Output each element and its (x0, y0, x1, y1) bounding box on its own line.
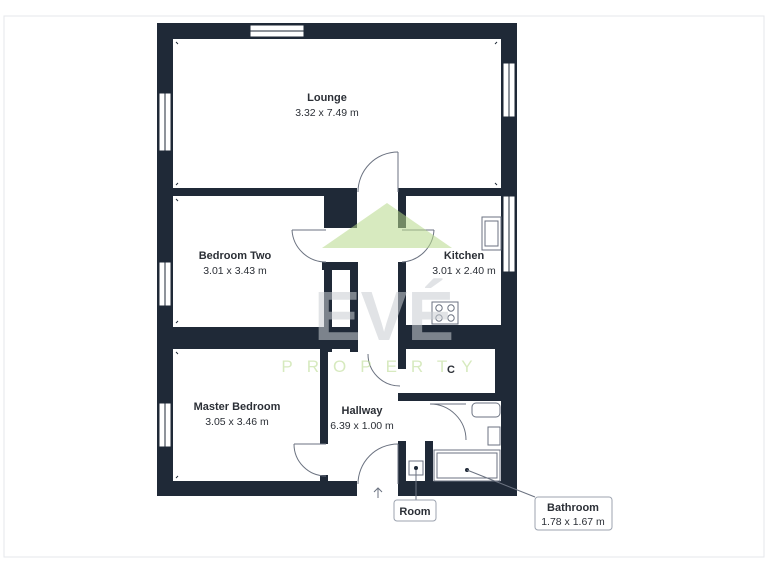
master-bedroom-dims: 3.05 x 3.46 m (205, 416, 269, 428)
bedroom-two-name: Bedroom Two (199, 250, 272, 262)
master-bedroom-name: Master Bedroom (194, 401, 281, 413)
bathroom-bath (433, 449, 501, 482)
bathroom-callout-dims: 1.78 x 1.67 m (541, 516, 605, 528)
bathroom-toilet (487, 426, 501, 446)
watermark-roof-icon (322, 203, 452, 248)
lounge-dims: 3.32 x 7.49 m (295, 107, 359, 119)
watermark-tagline: PROPERTY (281, 357, 486, 376)
bathroom-callout-box (534, 496, 613, 531)
bathroom-basin (471, 402, 501, 418)
cupboard-name: C (447, 364, 455, 376)
room-callout-name: Room (399, 506, 430, 518)
small-room-marker (414, 466, 418, 470)
fixtures (408, 216, 502, 482)
hallway-dims: 6.39 x 1.00 m (330, 420, 394, 432)
sheet-border (3, 15, 765, 558)
lounge-name: Lounge (307, 92, 347, 104)
room-callout-box (393, 499, 437, 522)
interior-walls (157, 188, 517, 496)
watermark-logo-text: EVÉ (314, 277, 454, 355)
kitchen-name: Kitchen (444, 250, 485, 262)
callouts: Room Bathroom 1.78 x 1.67 m (393, 469, 613, 531)
kitchen-dims: 3.01 x 2.40 m (432, 265, 496, 277)
room-labels: Lounge 3.32 x 7.49 m Bedroom Two 3.01 x … (194, 92, 496, 432)
kitchen-hob (431, 301, 459, 325)
corner-ticks (175, 41, 498, 479)
bathroom-callout-name: Bathroom (547, 502, 599, 514)
watermark: EVÉ PROPERTY (281, 203, 486, 376)
bedroom-two-dims: 3.01 x 3.43 m (203, 265, 267, 277)
kitchen-sink (481, 216, 502, 251)
hallway-name: Hallway (342, 405, 384, 417)
entrance-arrow-icon (373, 487, 383, 498)
windows (158, 24, 516, 448)
